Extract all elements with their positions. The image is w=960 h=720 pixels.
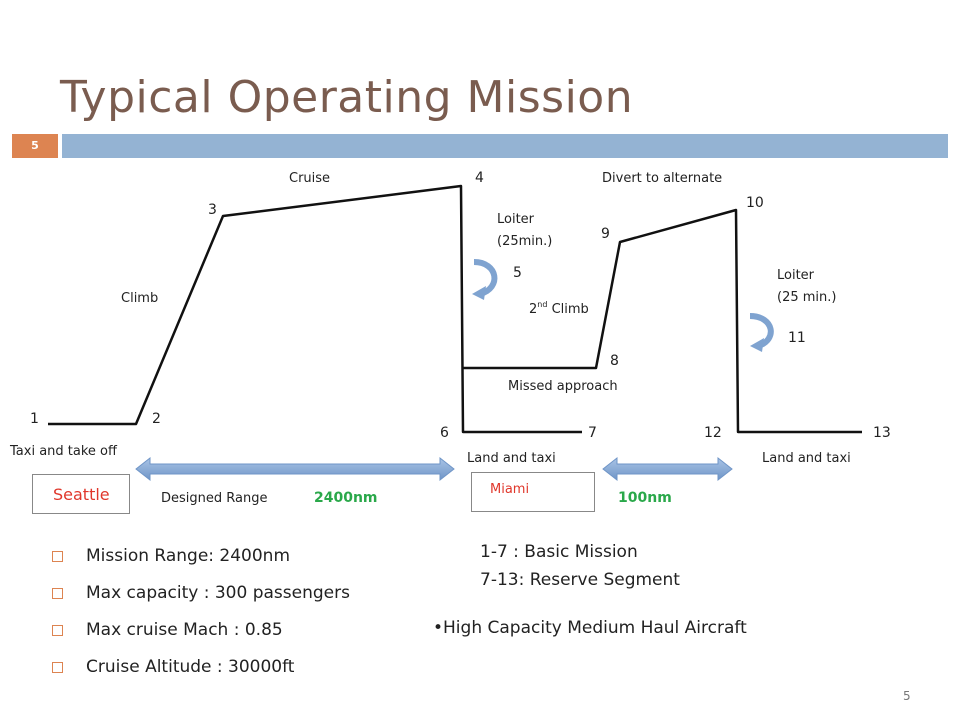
spec-item: Max capacity : 300 passengers [52, 581, 350, 618]
point-label-8: 8 [610, 353, 619, 369]
basic-mission-path [48, 184, 582, 434]
origin-city: Seattle [53, 485, 110, 504]
slide-title: Typical Operating Mission [60, 72, 634, 123]
point-label-7: 7 [588, 425, 597, 441]
point-label-5: 5 [513, 265, 522, 281]
spec-item: Mission Range: 2400nm [52, 544, 350, 581]
spec-text: Cruise Altitude : 30000ft [86, 657, 295, 677]
destination-city: Miami [490, 482, 530, 497]
spec-text: Mission Range: 2400nm [86, 546, 291, 566]
spec-text: Max cruise Mach : 0.85 [86, 620, 283, 640]
point-label-12: 12 [704, 425, 722, 441]
point-label-10: 10 [746, 195, 764, 211]
slide-number-badge: 5 [12, 134, 58, 158]
spec-list: Mission Range: 2400nm Max capacity : 300… [52, 544, 350, 692]
label-land-taxi-2: Land and taxi [762, 451, 851, 466]
slide-number-text: 5 [31, 139, 39, 152]
label-designed-range: Designed Range [161, 491, 267, 506]
header-bar [62, 134, 948, 158]
label-loiter-1: Loiter [497, 212, 535, 227]
point-label-9: 9 [601, 226, 610, 242]
spec-item: Cruise Altitude : 30000ft [52, 655, 350, 692]
origin-city-box: Seattle [32, 474, 130, 514]
spec-item: Max cruise Mach : 0.85 [52, 618, 350, 655]
point-label-2: 2 [152, 411, 161, 427]
designed-range-arrow [135, 456, 455, 482]
loiter-arrow-icon [472, 259, 498, 300]
label-range-value: 2400nm [314, 490, 378, 506]
page-number: 5 [903, 689, 911, 703]
label-missed-approach: Missed approach [508, 379, 618, 394]
reserve-range-arrow [602, 456, 733, 482]
point-label-3: 3 [208, 202, 217, 218]
bullet-square-icon [52, 662, 63, 673]
label-divert: Divert to alternate [602, 171, 722, 186]
aircraft-note: •High Capacity Medium Haul Aircraft [433, 618, 747, 638]
label-loiter-2: Loiter [777, 268, 815, 283]
spec-text: Max capacity : 300 passengers [86, 583, 350, 603]
point-label-4: 4 [475, 170, 484, 186]
mission-segment-basic: 1-7 : Basic Mission [480, 542, 638, 562]
label-loiter-2-duration: (25 min.) [777, 290, 836, 305]
point-label-1: 1 [30, 411, 39, 427]
reserve-mission-path [463, 208, 862, 434]
point-label-13: 13 [873, 425, 891, 441]
point-label-6: 6 [440, 425, 449, 441]
loiter-arrow-icon [749, 313, 774, 352]
bullet-square-icon [52, 625, 63, 636]
bullet-square-icon [52, 588, 63, 599]
mission-segments: 1-7 : Basic Mission 7-13: Reserve Segmen… [480, 538, 680, 594]
label-taxi-takeoff: Taxi and take off [9, 444, 118, 459]
label-cruise: Cruise [289, 171, 330, 186]
label-loiter-1-duration: (25min.) [497, 234, 552, 249]
bullet-square-icon [52, 551, 63, 562]
label-climb: Climb [121, 291, 158, 306]
label-reserve-value: 100nm [618, 490, 672, 506]
destination-city-box: Miami [471, 472, 595, 512]
point-label-11: 11 [788, 330, 806, 346]
label-second-climb: 2nd Climb [529, 300, 589, 317]
label-land-taxi-1: Land and taxi [467, 451, 556, 466]
mission-segment-reserve: 7-13: Reserve Segment [480, 570, 680, 590]
